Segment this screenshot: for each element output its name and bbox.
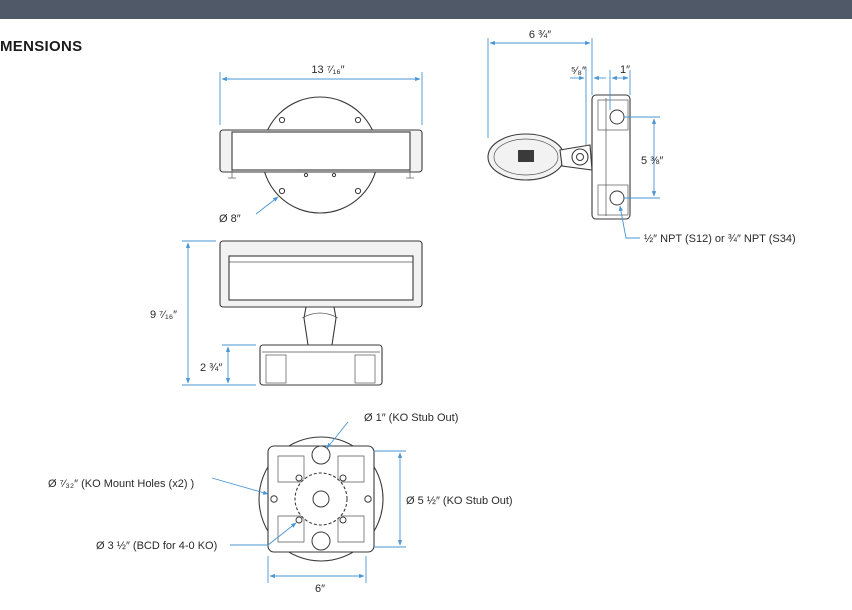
height-side-label: 5 ⅜″: [641, 155, 663, 167]
junction-box-side: [591, 94, 631, 220]
bottom-view: Ø 1″ (KO Stub Out) Ø ⁷⁄₃₂″ (KO Mount Hol…: [48, 412, 513, 595]
diameter-plate-label: Ø 8″: [219, 213, 241, 225]
top-view: 9 ⁷⁄₁₆″ 2 ¾″: [150, 240, 423, 386]
width-front-label: 13 ⁷⁄₁₆″: [311, 64, 344, 76]
depth-side-label: 6 ¾″: [529, 29, 551, 41]
screw-hole: [278, 116, 286, 124]
ko-stub-bottom: [311, 531, 331, 551]
junction-box: [259, 344, 383, 386]
ko-stub-center: [312, 490, 330, 508]
ko-mount-holes-label: Ø ⁷⁄₃₂″ (KO Mount Holes (x2) ): [48, 478, 194, 490]
ko-stub-1-label: Ø 1″ (KO Stub Out): [364, 412, 458, 424]
ko-mount-hole: [295, 516, 303, 524]
header-bar: [0, 0, 852, 19]
ko-mount-hole: [270, 495, 278, 503]
ko-mount-hole: [339, 516, 347, 524]
side-view: 6 ¾″ ⁵⁄₈″ 1″ 5 ⅜″ ½″ NPT (S12) or ¾″ NPT…: [487, 29, 796, 245]
ko-mount-hole: [364, 495, 372, 503]
bcd-label: Ø 3 ½″ (BCD for 4-0 KO): [96, 540, 217, 552]
npt-port: [609, 190, 625, 206]
screw-hole: [278, 187, 286, 195]
screw-hole: [303, 172, 309, 178]
offset-1-label: 1″: [620, 64, 630, 76]
front-view: 13 ⁷⁄₁₆″ Ø 8″: [219, 64, 423, 225]
screw-hole: [354, 187, 362, 195]
height-total-label: 9 ⁷⁄₁₆″: [150, 309, 177, 321]
screw-hole: [354, 116, 362, 124]
ko-stub-top: [311, 445, 331, 465]
width-bottom-label: 6″: [315, 583, 325, 595]
ko-stub-5-5-label: Ø 5 ½″ (KO Stub Out): [406, 495, 513, 507]
offset-5-8-label: ⁵⁄₈″: [571, 65, 586, 77]
npt-port: [609, 109, 625, 125]
logo-badge: [518, 150, 534, 162]
page-title: MENSIONS: [0, 38, 83, 55]
ko-mount-hole: [295, 474, 303, 482]
height-box-label: 2 ¾″: [200, 362, 222, 374]
light-bar-top-lens: [228, 255, 414, 301]
screw-hole: [331, 172, 337, 178]
npt-label: ½″ NPT (S12) or ¾″ NPT (S34): [644, 233, 796, 245]
ko-mount-hole: [339, 474, 347, 482]
light-bar-lens: [231, 131, 411, 171]
